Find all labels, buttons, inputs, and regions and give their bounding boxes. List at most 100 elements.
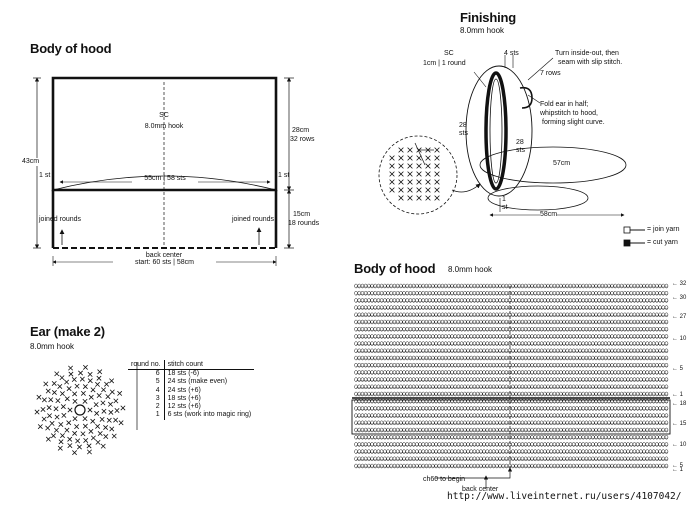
start-label: start: 60 sts | 58cm: [113, 259, 216, 267]
sc-label: SC: [159, 112, 169, 119]
ear-stitch-mark: [90, 418, 96, 424]
stitch-loops: [354, 283, 669, 289]
stitch-count: 12 sts (+6): [167, 403, 201, 411]
round-number: 6: [128, 369, 165, 379]
ear-stitch-mark: [103, 425, 109, 430]
ear-stitch-mark: [53, 427, 59, 433]
round-number: 5: [128, 378, 165, 387]
ear-stitch-mark: [72, 391, 78, 397]
chart-row: [354, 427, 669, 433]
stitch-loops: [354, 319, 669, 325]
ear-stitch-mark: [95, 439, 101, 445]
ear-stitch-mark: [45, 388, 51, 394]
stitch-loops: [354, 362, 669, 368]
ear-stitch-mark: [50, 433, 56, 439]
left-sts-label: sts: [459, 130, 468, 137]
magnified-stitch-mark: [407, 155, 413, 161]
ear-stitch-mark: [68, 371, 74, 377]
stitch-loops: [354, 326, 669, 332]
left-28-label: 28: [459, 122, 467, 129]
stitch-loops: [354, 427, 669, 433]
ear-stitch-mark: [99, 416, 105, 422]
right-sts-label: sts: [516, 147, 525, 154]
ear-stitch-mark: [72, 416, 78, 422]
chart-row: [354, 391, 669, 397]
chart-row: [354, 362, 669, 368]
magnified-stitch-mark: [407, 187, 413, 193]
ear-stitch-mark: [66, 420, 72, 426]
magnified-stitch-mark: [434, 195, 440, 201]
stitch-loops: [354, 413, 669, 418]
width-top-label: 55cm | 58 sts: [144, 175, 186, 182]
stitch-loops: [354, 391, 669, 397]
joined-section-box: [351, 399, 671, 435]
ear-stitch-mark: [67, 436, 73, 442]
ear-stitch-mark: [64, 396, 70, 402]
chart-row: [354, 355, 669, 361]
chart-row: [354, 334, 669, 339]
ear-stitch-mark: [64, 427, 70, 433]
magnified-stitch-mark: [389, 179, 395, 185]
chart-hook: 8.0mm hook: [448, 265, 493, 274]
ear-stitch-mark: [118, 420, 124, 426]
magnified-stitch-mark: [398, 155, 404, 161]
st-right-label: 1 st: [278, 172, 290, 179]
seven-rows-label: 7 rows: [540, 70, 561, 77]
magnified-stitch-mark: [407, 179, 413, 185]
stitch-count: 24 sts (+6): [167, 386, 201, 394]
stitch-count: 18 sts (-6): [167, 370, 200, 377]
ear-stitch-mark: [88, 394, 94, 400]
chart-row: [354, 348, 669, 353]
chart-row: [354, 312, 669, 317]
chart-row: [354, 434, 669, 440]
ear-stitch-mark: [82, 416, 88, 422]
stitch-loops: [354, 463, 669, 469]
ch60-label: ch60 to begin: [423, 476, 466, 483]
ear-stitch-mark: [47, 413, 53, 419]
body-hood-title: Body of hood: [30, 41, 112, 56]
ear-stitch-mark: [37, 424, 43, 430]
magnified-stitch-mark: [425, 179, 431, 185]
magnified-stitch-mark: [398, 163, 404, 169]
ear-stitch-mark: [53, 406, 59, 412]
st1-label: 1: [502, 196, 506, 203]
ear-stitch-mark: [46, 405, 52, 411]
ear-stitch-mark: [54, 371, 60, 377]
ear-stitch-mark: [109, 389, 115, 395]
ear-stitch-mark: [120, 405, 126, 411]
chart-title: Body of hood: [354, 261, 436, 276]
stitch-chart-grid: [351, 283, 671, 469]
ear-stitch-mark: [57, 445, 63, 451]
stitch-loops: [354, 449, 669, 454]
ear-stitch-mark: [49, 420, 55, 426]
magnified-stitch-mark: [398, 195, 404, 201]
ear-stitch-mark: [95, 381, 100, 387]
magnified-stitch-mark: [389, 187, 395, 193]
magnified-stitch-mark: [407, 163, 413, 169]
ear-stitch-mark: [80, 431, 86, 437]
chart-row: [354, 370, 669, 375]
magnified-stitch-mark: [416, 171, 422, 177]
chart-row-label: ← 30: [672, 295, 687, 301]
stitch-loops: [354, 370, 669, 375]
stitch-loops: [354, 377, 669, 382]
ear-stitch-mark: [59, 391, 65, 397]
ear-stitch-mark: [54, 414, 60, 420]
ear-stitch-mark: [114, 408, 120, 414]
ear-stitch-mark: [87, 371, 93, 377]
ear-stitch-mark: [67, 443, 73, 449]
magnified-stitch-mark: [389, 171, 395, 177]
chart-row: [354, 341, 669, 346]
chart-row-label: ← 10: [672, 336, 687, 342]
magnified-stitch-mark: [434, 147, 440, 153]
source-url: http://www.liveinternet.ru/users/4107042…: [447, 491, 682, 502]
ear-stitch-mark: [78, 370, 84, 376]
chart-arrows: [435, 286, 513, 488]
ear-stitch-mark: [113, 398, 119, 404]
ear-stitch-mark: [36, 394, 42, 400]
finishing-title: Finishing: [460, 10, 516, 25]
magnified-stitch-mark: [434, 163, 440, 169]
